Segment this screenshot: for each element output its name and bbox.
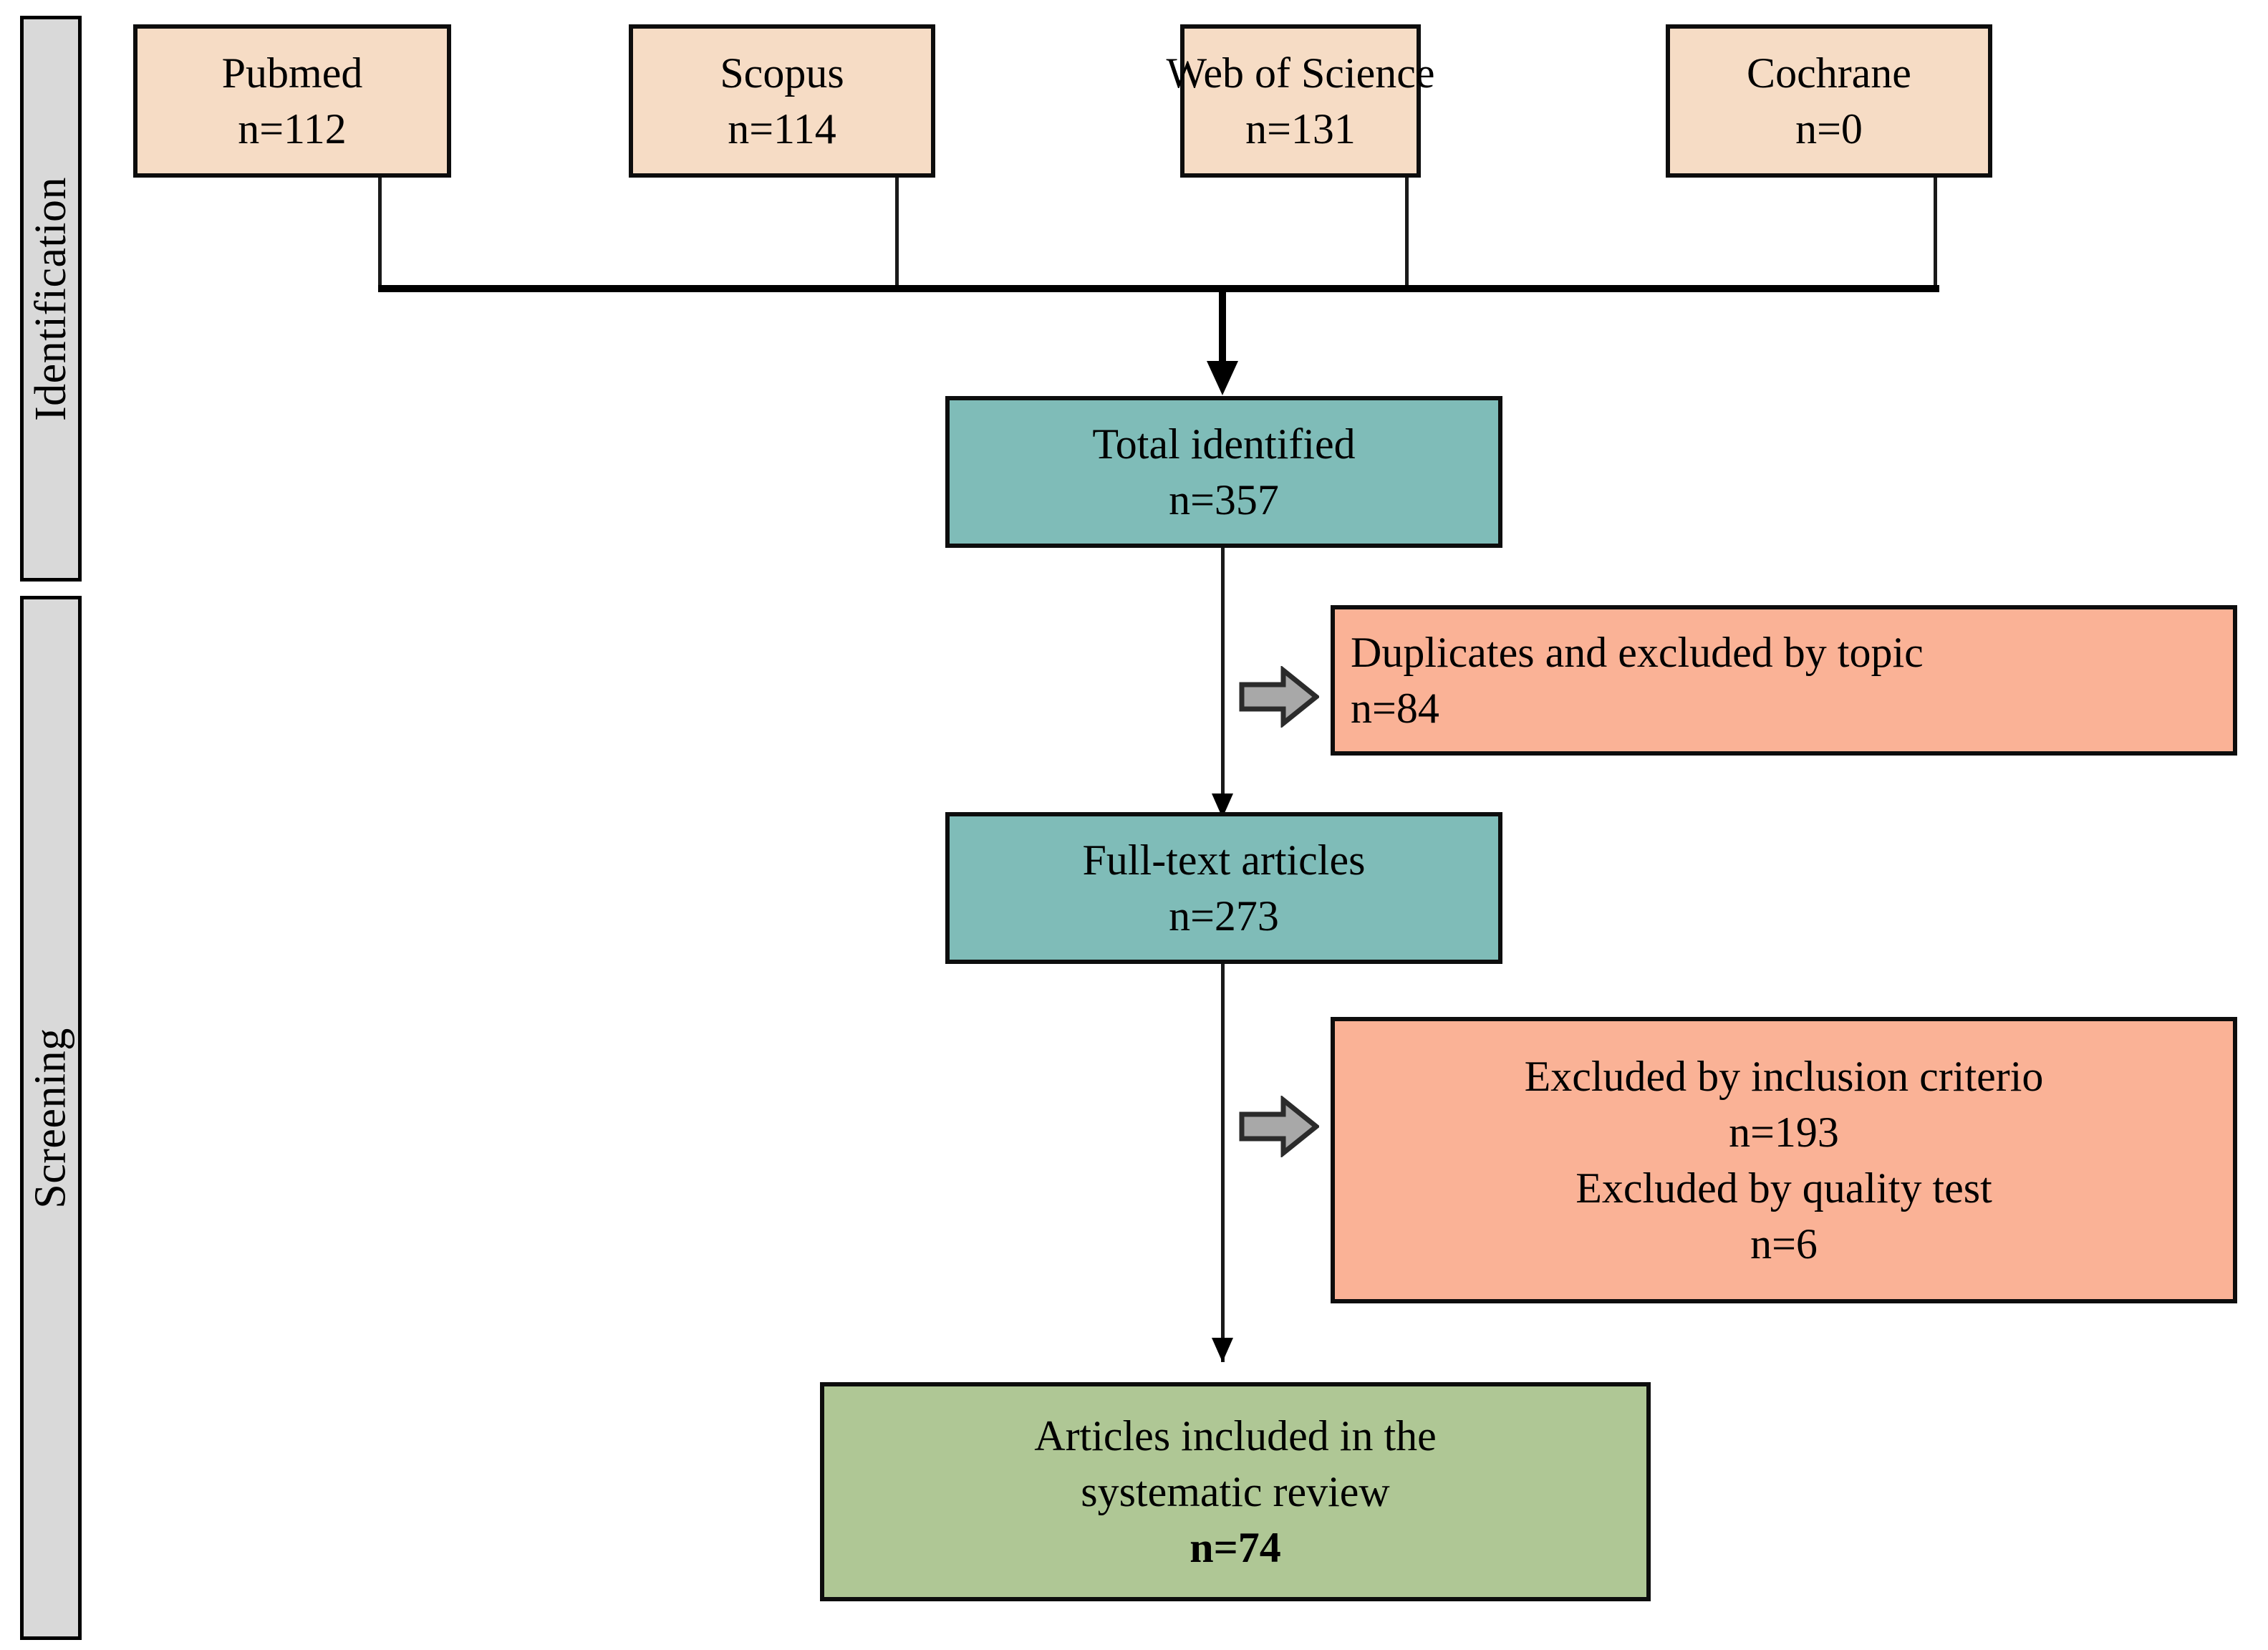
node-label-articles-included-line2: systematic review [1081,1468,1390,1515]
exclusion-line-duplicates-count: n=84 [1351,685,1439,732]
connector-trunk-total-identified [1219,285,1226,365]
node-total-identified: Total identified n=357 [945,396,1502,548]
source-box-cochrane: Cochrane n=0 [1666,24,1992,178]
block-arrow-right-glyph [1239,665,1321,729]
source-box-pubmed: Pubmed n=112 [133,24,451,178]
block-arrow-right-icon-criteria [1239,1094,1321,1159]
exclusion-line-quality-count: n=6 [1750,1220,1818,1268]
source-count-web-of-science: n=131 [1245,105,1356,153]
source-name-scopus: Scopus [720,49,844,97]
node-count-fulltext-articles: n=273 [1169,892,1279,940]
source-count-cochrane: n=0 [1795,105,1863,153]
stage-label-screening: Screening [26,1027,75,1209]
source-count-pubmed: n=112 [238,105,347,153]
exclusion-box-duplicates: Duplicates and excluded by topic n=84 [1331,605,2237,756]
node-count-total-identified: n=357 [1169,476,1279,524]
block-arrow-right-glyph-2 [1239,1094,1321,1159]
node-label-articles-included-line1: Articles included in the [1034,1412,1437,1460]
source-box-web-of-science: Web of Science n=131 [1167,24,1435,178]
source-count-scopus: n=114 [728,105,836,153]
node-articles-included: Articles included in the systematic revi… [820,1382,1651,1601]
stage-band-identification: Identification [20,16,82,582]
source-name-web-of-science: Web of Science [1166,49,1435,97]
node-label-fulltext-articles: Full-text articles [1082,836,1366,884]
exclusion-line-duplicates-text: Duplicates and excluded by topic [1351,629,1924,676]
exclusion-line-criteria-count: n=193 [1729,1109,1839,1156]
connector-wos-drop [1405,178,1409,289]
arrow-down-icon-total-identified [1207,361,1238,395]
connector-scopus-drop [895,178,899,289]
connector-cochrane-drop [1934,178,1937,289]
exclusion-line-criteria-text: Excluded by inclusion criterio [1524,1053,2044,1100]
connector-fulltext-to-included [1221,964,1225,1362]
block-arrow-right-icon-duplicates [1239,665,1321,729]
node-count-articles-included: n=74 [1190,1524,1281,1571]
arrow-down-icon-included [1212,1338,1233,1362]
source-name-cochrane: Cochrane [1747,49,1911,97]
stage-label-identification: Identification [26,176,75,421]
exclusion-box-criteria-quality: Excluded by inclusion criterio n=193 Exc… [1331,1017,2237,1303]
connector-pubmed-drop [378,178,382,289]
stage-band-screening: Screening [20,596,82,1640]
source-name-pubmed: Pubmed [221,49,363,97]
source-box-scopus: Scopus n=114 [629,24,935,178]
node-fulltext-articles: Full-text articles n=273 [945,812,1502,964]
connector-manifold-bar [378,285,1939,292]
connector-total-to-fulltext [1221,548,1225,820]
exclusion-line-quality-text: Excluded by quality test [1575,1164,1992,1212]
node-label-total-identified: Total identified [1092,420,1356,468]
